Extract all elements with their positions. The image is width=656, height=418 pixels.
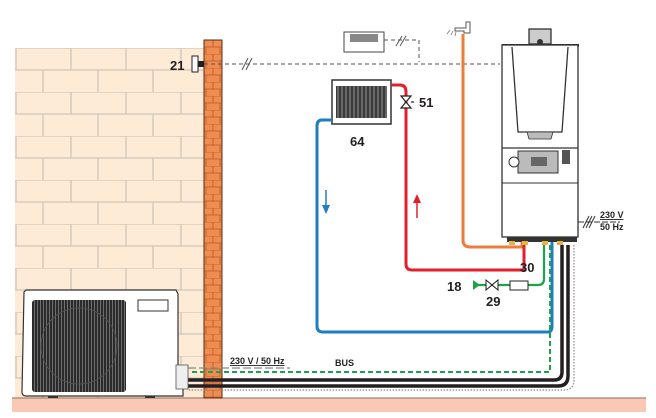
- boiler-display: [531, 157, 547, 166]
- valve-icon: [399, 95, 413, 109]
- fitting: [542, 241, 548, 245]
- fitting: [509, 241, 515, 245]
- flue-cap: [537, 39, 543, 45]
- radiator-fins: [336, 86, 387, 118]
- fitting: [557, 241, 563, 245]
- power-break-icon: [582, 215, 596, 229]
- fitting: [507, 237, 577, 242]
- refrigerant-line-inner: [188, 245, 570, 388]
- water-drops-icon: [446, 29, 457, 37]
- return-arrowhead: [322, 205, 330, 214]
- outdoor-unit-connectors: [175, 364, 189, 390]
- flow-pipe: [391, 83, 526, 272]
- label-outdoor-supply: 230 V / 50 Hz: [230, 356, 285, 366]
- tap-icon: [454, 21, 471, 34]
- gas-filter-icon: [509, 280, 529, 291]
- label-connection: 30: [520, 260, 534, 275]
- outdoor-unit-foot: [145, 396, 155, 398]
- ground: [12, 398, 646, 412]
- fan-outline: [40, 307, 118, 385]
- gas-valve-icon: [485, 278, 499, 292]
- power-cable-outdoor: [188, 245, 575, 391]
- thermostat-cable-break-icon: [395, 35, 407, 47]
- label-radiator: 64: [350, 134, 365, 149]
- gas-inlet-icon: [473, 280, 480, 290]
- bus-cable: [190, 245, 551, 373]
- outdoor-unit-fan-grille-icon: [32, 300, 126, 392]
- label-gas-valve: 29: [486, 294, 500, 309]
- label-room-sensor: 21: [170, 58, 184, 73]
- thermostat-cable: [384, 39, 420, 62]
- outdoor-unit-foot: [48, 396, 58, 398]
- hot-water-pipe: [461, 34, 524, 249]
- label-boiler-frequency: 50 Hz: [600, 222, 624, 232]
- room-sensor-icon: [191, 55, 199, 73]
- gas-pipe: [476, 238, 546, 287]
- boiler-knob-icon: [508, 156, 520, 168]
- label-bus: BUS: [335, 358, 354, 368]
- flow-arrowhead: [413, 194, 421, 203]
- outdoor-unit-label: [137, 299, 169, 312]
- thermostat-display: [350, 34, 378, 42]
- sensor-mount: [198, 61, 204, 67]
- boiler-handle: [526, 131, 554, 140]
- wall-section: [203, 39, 223, 399]
- fitting: [522, 241, 528, 245]
- label-valve: 51: [419, 95, 433, 110]
- label-gas-supply: 18: [447, 279, 461, 294]
- label-boiler-voltage: 230 V: [600, 210, 624, 220]
- cable-break-icon: [241, 57, 253, 71]
- refrigerant-line-outer: [188, 245, 564, 382]
- return-pipe: [315, 118, 554, 334]
- boiler-button: [562, 150, 570, 164]
